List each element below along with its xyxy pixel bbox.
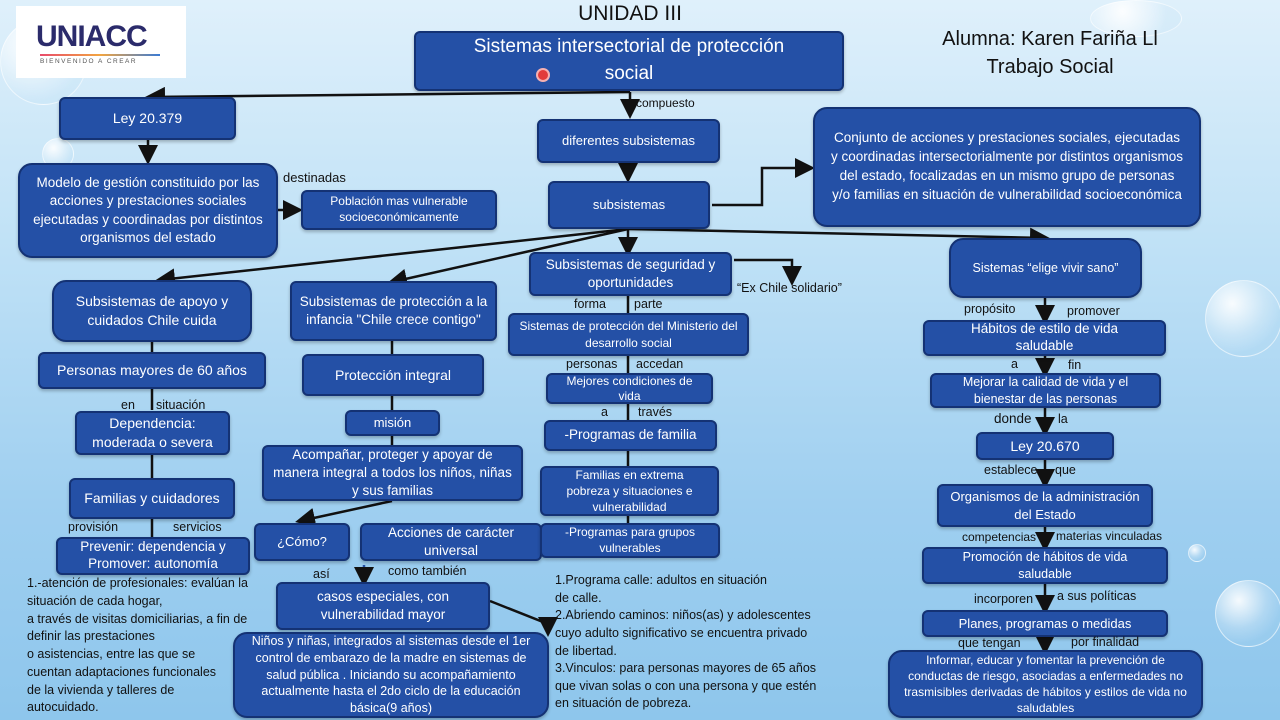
como-box: ¿Cómo? bbox=[254, 523, 350, 561]
logo-brand: UNIACC bbox=[36, 20, 148, 53]
label-donde: donde bbox=[994, 411, 1032, 426]
mision-box: misión bbox=[345, 410, 440, 436]
note-line: o asistencias, entre las que se bbox=[27, 647, 196, 661]
label-competencias: competencias bbox=[962, 530, 1037, 544]
label-destinadas: destinadas bbox=[283, 170, 346, 185]
extrema-pobreza-box: Familias en extrema pobreza y situacione… bbox=[540, 466, 719, 516]
note-line: 1.-atención de profesionales: evalúan la bbox=[27, 576, 248, 590]
organismos-box: Organismos de la administración del Esta… bbox=[937, 484, 1153, 527]
label-accedan: accedan bbox=[636, 357, 684, 371]
notes-center: 1.Programa calle: adultos en situación d… bbox=[555, 572, 816, 713]
note-line: 2.Abriendo caminos: niños(as) y adolesce… bbox=[555, 608, 811, 623]
logo-tagline: BIENVENIDO A CREAR bbox=[40, 58, 138, 65]
note-line: cuentan adaptaciones funcionales bbox=[27, 664, 217, 679]
label-a-fin-a: a bbox=[1011, 357, 1018, 371]
label-asi: así bbox=[313, 567, 330, 581]
modelo-gestion-box: Modelo de gestión constituido por las ac… bbox=[18, 163, 278, 258]
logo-stripe bbox=[40, 54, 160, 56]
grupos-vulnerables-box: -Programas para grupos vulnerables bbox=[540, 523, 720, 558]
label-servicios: servicios bbox=[173, 520, 222, 534]
conjunto-acciones-box: Conjunto de acciones y prestaciones soci… bbox=[813, 107, 1201, 227]
bubble-decoration bbox=[1215, 580, 1280, 647]
notes-left: 1.-atención de profesionales: evalúan la… bbox=[27, 575, 248, 717]
label-traves: través bbox=[638, 405, 673, 419]
label-ex-chile-solidario: “Ex Chile solidario” bbox=[737, 281, 842, 295]
label-proposito: propósito bbox=[964, 302, 1016, 316]
mejores-condiciones-box: Mejores condiciones de vida bbox=[546, 373, 713, 404]
unit-title: UNIDAD III bbox=[578, 2, 682, 25]
note-line: situación de cada hogar, bbox=[27, 593, 163, 608]
label-establece: establece bbox=[984, 463, 1038, 477]
note-line: definir las prestaciones bbox=[27, 629, 155, 644]
label-forma: forma bbox=[574, 297, 606, 311]
note-line: que vivan solas o con una persona y que … bbox=[555, 678, 817, 693]
note-line: a través de visitas domiciliarias, a fin… bbox=[27, 611, 248, 626]
label-a-sus-politicas: a sus políticas bbox=[1057, 589, 1137, 603]
cursor-indicator bbox=[536, 68, 550, 82]
planes-box: Planes, programas o medidas bbox=[922, 610, 1168, 637]
bubble-decoration bbox=[1188, 544, 1206, 562]
note-line: 3.Vinculos: para personas mayores de 65 … bbox=[555, 661, 817, 676]
diferentes-subsistemas-box: diferentes subsistemas bbox=[537, 119, 720, 163]
note-line: en situación de pobreza. bbox=[555, 696, 692, 711]
uniacc-logo: UNIACC BIENVENIDO A CREAR bbox=[16, 6, 186, 78]
student-name: Alumna: Karen Fariña Ll bbox=[942, 28, 1158, 50]
apoyo-cuidados-box: Subsistemas de apoyo y cuidados Chile cu… bbox=[52, 280, 252, 342]
label-provision: provisión bbox=[68, 520, 119, 534]
note-line: 1.Programa calle: adultos en situación bbox=[555, 573, 767, 587]
elige-vivir-sano-box: Sistemas “elige vivir sano” bbox=[949, 238, 1142, 298]
casos-especiales-box: casos especiales, con vulnerabilidad may… bbox=[276, 582, 490, 630]
habitos-box: Hábitos de estilo de vida saludable bbox=[923, 320, 1166, 356]
acompanar-box: Acompañar, proteger y apoyar de manera i… bbox=[262, 445, 523, 501]
proteccion-integral-box: Protección integral bbox=[302, 354, 484, 396]
label-materias-vinculadas: materias vinculadas bbox=[1056, 529, 1163, 543]
poblacion-box: Población mas vulnerable socioeconómicam… bbox=[301, 190, 497, 230]
seguridad-oportunidades-box: Subsistemas de seguridad y oportunidades bbox=[529, 252, 732, 296]
acciones-universal-box: Acciones de carácter universal bbox=[360, 523, 542, 561]
label-la: la bbox=[1058, 412, 1068, 426]
note-line: cuyo adulto significativo se encuentra p… bbox=[555, 625, 808, 640]
label-personas: personas bbox=[566, 357, 618, 371]
subsistemas-box: subsistemas bbox=[548, 181, 710, 229]
promocion-box: Promoción de hábitos de vida saludable bbox=[922, 547, 1168, 584]
label-que: que bbox=[1055, 463, 1076, 477]
dependencia-box: Dependencia: moderada o severa bbox=[75, 411, 230, 455]
note-line: de libertad. bbox=[555, 643, 617, 658]
label-por-finalidad: por finalidad bbox=[1071, 635, 1140, 649]
career-name: Trabajo Social bbox=[986, 56, 1114, 78]
note-line: de calle. bbox=[555, 590, 602, 605]
prevenir-box: Prevenir: dependencia y Promover: autono… bbox=[56, 537, 250, 575]
ley-20670-box: Ley 20.670 bbox=[976, 432, 1114, 460]
label-como-tambien: como también bbox=[388, 564, 467, 578]
main-topic-box: Sistemas intersectorial de protección so… bbox=[414, 31, 844, 91]
personas-mayores-box: Personas mayores de 60 años bbox=[38, 352, 266, 389]
label-que-tengan: que tengan bbox=[958, 636, 1021, 650]
infancia-box: Subsistemas de protección a la infancia … bbox=[290, 281, 497, 341]
label-en: en bbox=[121, 398, 135, 412]
bubble-decoration bbox=[1090, 0, 1182, 37]
ministerio-box: Sistemas de protección del Ministerio de… bbox=[508, 313, 749, 356]
note-line: autocuidado. bbox=[27, 700, 99, 715]
ley-20379-box: Ley 20.379 bbox=[59, 97, 236, 140]
informar-box: Informar, educar y fomentar la prevenció… bbox=[888, 650, 1203, 718]
note-line: de la vivienda y talleres de bbox=[27, 682, 175, 697]
label-situacion: situación bbox=[156, 398, 206, 412]
bubble-decoration bbox=[1205, 280, 1280, 357]
label-fin: fin bbox=[1068, 358, 1082, 372]
ninos-ninas-box: Niños y niñas, integrados al sistemas de… bbox=[233, 632, 549, 718]
familias-cuidadores-box: Familias y cuidadores bbox=[69, 478, 235, 519]
label-compuesto: compuesto bbox=[636, 96, 695, 110]
label-a: a bbox=[601, 405, 608, 419]
mejorar-calidad-box: Mejorar la calidad de vida y el bienesta… bbox=[930, 373, 1161, 408]
label-incorporen: incorporen bbox=[974, 592, 1034, 606]
programas-familia-box: -Programas de familia bbox=[544, 420, 717, 451]
label-promover: promover bbox=[1067, 304, 1120, 318]
label-parte: parte bbox=[634, 297, 663, 311]
